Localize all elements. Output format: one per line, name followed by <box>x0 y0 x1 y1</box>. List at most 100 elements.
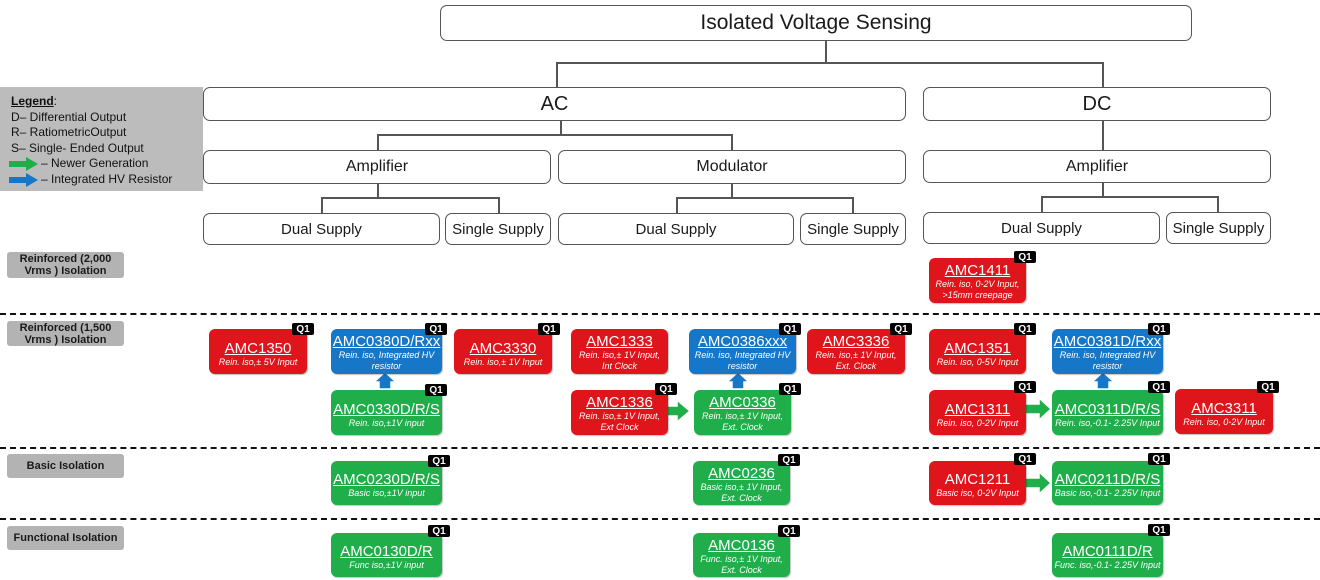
device-name: AMC0136 <box>708 537 775 554</box>
device-amc1336[interactable]: AMC1336 Rein. iso,± 1V Input, Ext Clock <box>571 390 668 435</box>
device-amc0311[interactable]: AMC0311D/R/S Rein. iso,-0.1- 2.25V Input <box>1052 390 1163 435</box>
device-name: AMC0230D/R/S <box>333 471 440 488</box>
device-amc1211[interactable]: AMC1211 Basic iso, 0-2V Input <box>929 461 1026 505</box>
device-amc3336[interactable]: AMC3336 Rein. iso,± 1V Input, Ext. Clock <box>807 329 905 374</box>
q1-badge: Q1 <box>538 323 560 335</box>
device-desc: Rein. iso,± 1V Input <box>463 357 543 367</box>
isolation-functional: Functional Isolation <box>7 526 124 550</box>
device-name: AMC0330D/R/S <box>333 401 440 418</box>
q1-badge: Q1 <box>890 323 912 335</box>
device-name: AMC0386xxx <box>697 333 788 350</box>
device-amc0136[interactable]: AMC0136 Func. iso,± 1V Input, Ext. Clock <box>693 533 790 577</box>
device-amc3330[interactable]: AMC3330 Rein. iso,± 1V Input <box>454 329 552 374</box>
device-name: AMC3330 <box>469 340 537 357</box>
device-name: AMC1333 <box>586 333 653 350</box>
q1-badge: Q1 <box>778 525 800 537</box>
legend-title: Legend <box>11 94 54 108</box>
q1-badge: Q1 <box>1257 381 1279 393</box>
device-name: AMC1211 <box>944 471 1011 488</box>
device-desc: Rein. iso, 0-2V Input <box>936 418 1019 428</box>
connector <box>377 183 379 197</box>
device-amc0236[interactable]: AMC0236 Basic iso,± 1V Input, Ext. Clock <box>693 461 790 505</box>
device-name: AMC0311D/R/S <box>1054 401 1161 418</box>
device-name: AMC0211D/R/S <box>1054 471 1161 488</box>
connector <box>1041 196 1043 212</box>
blue-arrow-icon <box>372 370 398 390</box>
device-amc0336[interactable]: AMC0336 Rein. iso,± 1V Input, Ext. Clock <box>694 390 791 435</box>
device-name: AMC1350 <box>224 340 292 357</box>
subcategory-ac-amplifier: Amplifier <box>203 150 551 184</box>
connector <box>321 197 323 213</box>
device-amc1351[interactable]: AMC1351 Rein. iso, 0-5V Input <box>929 329 1026 374</box>
q1-badge: Q1 <box>779 383 801 395</box>
device-amc0381[interactable]: AMC0381D/Rxx Rein. iso, Integrated HV re… <box>1052 329 1163 374</box>
q1-badge: Q1 <box>425 384 447 396</box>
device-desc: Func. iso,± 1V Input, Ext. Clock <box>700 554 783 575</box>
device-amc1411[interactable]: AMC1411 Rein. iso, 0-2V Input, >15mm cre… <box>929 258 1026 303</box>
q1-badge: Q1 <box>1014 381 1036 393</box>
device-amc0111[interactable]: AMC0111D/R Func. iso,-0.1- 2.25V Input <box>1052 533 1163 577</box>
device-desc: Basic iso,±1V input <box>348 488 425 498</box>
isolation-reinforced-1500: Reinforced (1,500 Vrms ) Isolation <box>7 321 124 346</box>
q1-badge: Q1 <box>1148 453 1170 465</box>
device-desc: Rein. iso, 0-2V Input, >15mm creepage <box>935 279 1020 300</box>
connector <box>1102 62 1104 87</box>
legend-s: S– Single- Ended Output <box>11 140 144 155</box>
q1-badge: Q1 <box>1148 524 1170 536</box>
device-desc: Rein. iso,± 5V Input <box>218 357 298 367</box>
device-amc1311[interactable]: AMC1311 Rein. iso, 0-2V Input <box>929 390 1026 435</box>
connector <box>556 62 558 87</box>
device-amc1350[interactable]: AMC1350 Rein. iso,± 5V Input <box>209 329 307 374</box>
legend: Legend: D– Differential Output R– Ratiom… <box>0 87 203 191</box>
device-amc0386[interactable]: AMC0386xxx Rein. iso, Integrated HV resi… <box>689 329 796 374</box>
legend-d: D– Differential Output <box>11 109 127 124</box>
q1-badge: Q1 <box>655 383 677 395</box>
device-name: AMC0380D/Rxx <box>332 333 441 350</box>
device-amc3311[interactable]: AMC3311 Rein. iso, 0-2V Input <box>1175 389 1273 434</box>
device-amc0211[interactable]: AMC0211D/R/S Basic iso,-0.1- 2.25V Input <box>1052 461 1163 505</box>
device-amc0330[interactable]: AMC0330D/R/S Rein. iso,±1V input <box>331 390 442 435</box>
device-desc: Func iso,±1V input <box>349 560 424 570</box>
connector <box>1217 196 1219 212</box>
q1-badge: Q1 <box>1014 323 1036 335</box>
root-node: Isolated Voltage Sensing <box>440 5 1192 41</box>
subcategory-ac-modulator: Modulator <box>558 150 906 184</box>
isolation-reinforced-2000: Reinforced (2,000 Vrms ) Isolation <box>7 252 124 278</box>
device-desc: Rein. iso,±1V input <box>348 418 425 428</box>
device-desc: Func. iso,-0.1- 2.25V Input <box>1054 560 1161 570</box>
q1-badge: Q1 <box>428 455 450 467</box>
q1-badge: Q1 <box>778 454 800 466</box>
device-amc0230[interactable]: AMC0230D/R/S Basic iso,±1V input <box>331 461 442 505</box>
device-amc1333[interactable]: AMC1333 Rein. iso,± 1V Input, Int Clock <box>571 329 668 374</box>
device-name: AMC1411 <box>944 262 1011 279</box>
legend-green-arrow: – Newer Generation <box>41 156 149 170</box>
connector <box>852 197 854 213</box>
q1-badge: Q1 <box>425 323 447 335</box>
category-ac: AC <box>203 87 906 121</box>
device-desc: Rein. iso,± 1V Input, Ext. Clock <box>815 350 897 371</box>
connector <box>676 197 678 213</box>
device-amc0130[interactable]: AMC0130D/R Func iso,±1V input <box>331 533 442 577</box>
device-name: AMC0111D/R <box>1062 543 1153 560</box>
device-desc: Rein. iso, Integrated HV resistor <box>694 350 791 371</box>
device-amc0380[interactable]: AMC0380D/Rxx Rein. iso, Integrated HV re… <box>331 329 442 374</box>
legend-colon: : <box>53 94 58 108</box>
isolation-basic: Basic Isolation <box>7 454 124 478</box>
q1-badge: Q1 <box>1014 251 1036 263</box>
green-arrow-icon <box>1022 470 1053 496</box>
blue-arrow-icon <box>1090 370 1116 390</box>
q1-badge: Q1 <box>428 525 450 537</box>
device-name: AMC1336 <box>586 394 653 411</box>
device-desc: Basic iso,-0.1- 2.25V Input <box>1054 488 1161 498</box>
connector <box>377 134 379 150</box>
supply-ac-amp-single: Single Supply <box>445 213 551 245</box>
connector <box>825 40 827 62</box>
green-arrow-icon <box>1022 396 1053 422</box>
device-desc: Rein. iso,± 1V Input, Int Clock <box>579 350 660 371</box>
separator-line <box>0 313 1320 315</box>
device-desc: Rein. iso, Integrated HV resistor <box>1059 350 1156 371</box>
device-desc: Rein. iso, 0-5V Input <box>936 357 1019 367</box>
q1-badge: Q1 <box>1014 453 1036 465</box>
device-name: AMC0381D/Rxx <box>1053 333 1162 350</box>
blue-arrow-icon <box>9 172 38 187</box>
